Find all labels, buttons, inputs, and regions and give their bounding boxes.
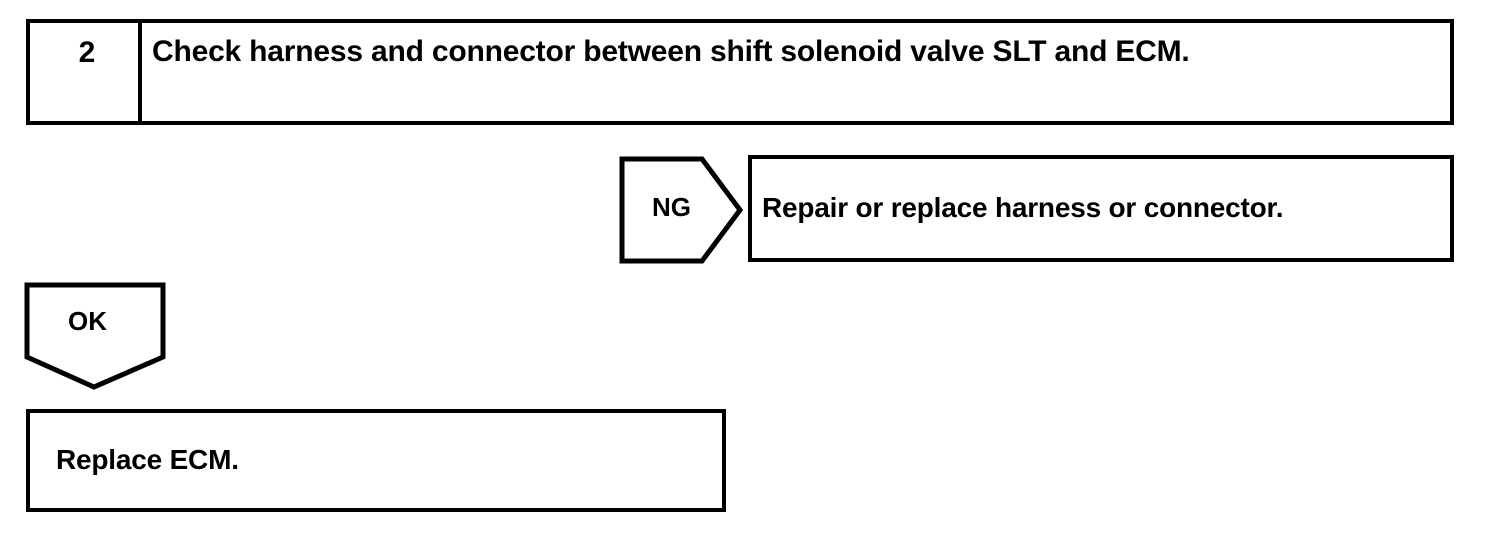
step-instruction-text: Check harness and connector between shif… xyxy=(152,35,1190,68)
ng-branch-label: NG xyxy=(652,192,691,222)
ng-result-text: Repair or replace harness or connector. xyxy=(762,192,1284,223)
ok-branch-label: OK xyxy=(68,306,107,336)
step-instruction-box xyxy=(26,19,1454,125)
step-cell-divider xyxy=(138,23,142,121)
step-number: 2 xyxy=(78,36,96,69)
ok-result-text: Replace ECM. xyxy=(56,444,239,475)
ng-result-box xyxy=(748,155,1454,262)
pentagon-right-arrow-icon xyxy=(619,156,744,264)
ok-result-box xyxy=(26,409,726,512)
ok-branch-marker-shape xyxy=(24,282,166,390)
pentagon-down-arrow-icon xyxy=(24,282,166,390)
ng-branch-marker-shape xyxy=(619,156,744,264)
